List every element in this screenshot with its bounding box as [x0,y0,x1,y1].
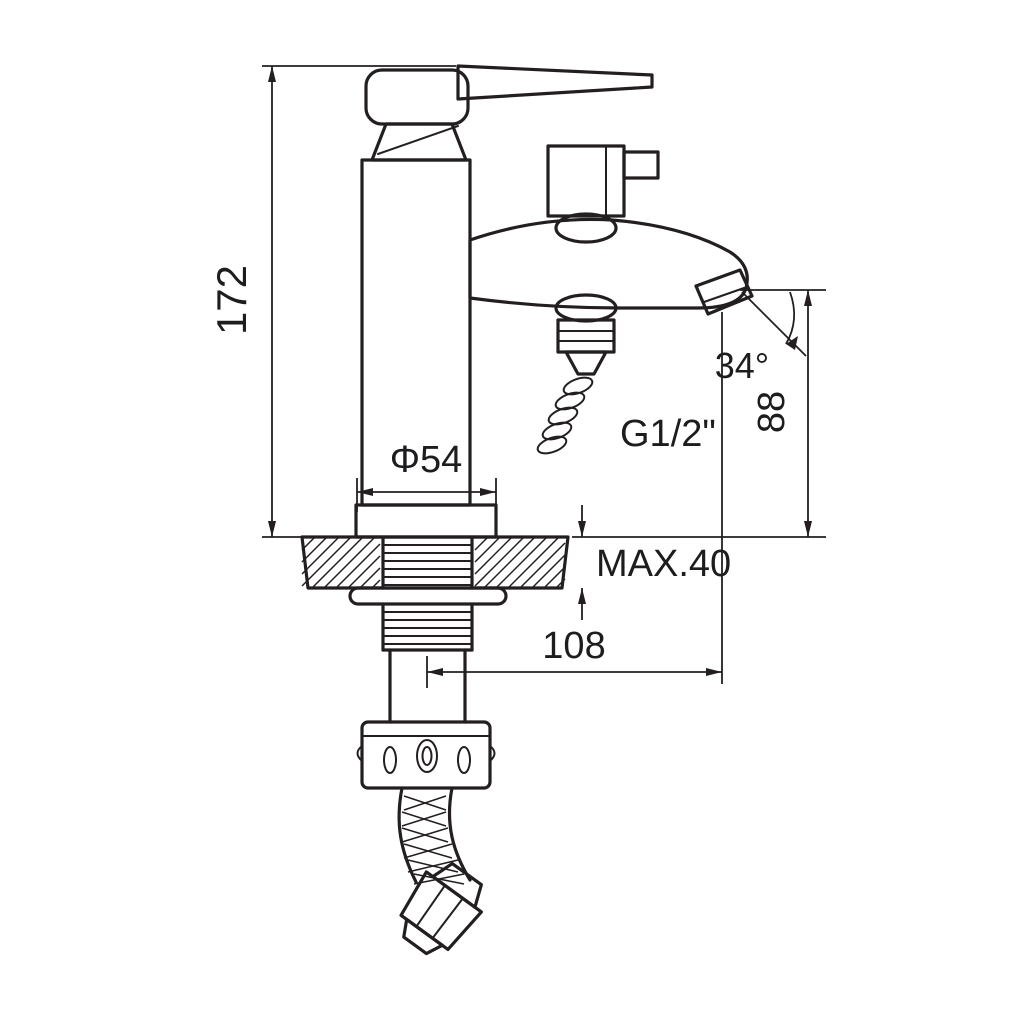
spout-height-label: 88 [751,391,793,433]
inlet-pipe [388,648,467,724]
hose-taper [564,350,608,376]
thread-spec-label: G1/2" [620,413,716,455]
diverter-knob [622,150,660,180]
nut-slot-left [383,746,397,774]
shower-hose-coil [536,376,594,455]
dim-spout-reach: 108 [426,312,723,688]
spout-outlet [694,268,754,316]
dim-base-diameter: Φ54 [356,439,497,512]
top-collar [554,212,618,244]
dim-spout-height: 88 [572,289,826,538]
shower-hose-nut [556,318,616,354]
hose-crosshatch [401,795,465,885]
braided-hose [397,786,472,885]
body-neck [370,122,468,162]
neck-joint-line [377,125,459,155]
mounting-nut [356,720,496,790]
overall-height-label: 172 [208,265,255,335]
handle-lever [456,64,654,101]
dim-overall-height: 172 [208,65,456,538]
deck-hatch-right [474,536,566,589]
dim-spout-angle: 34° [715,291,807,386]
dim-max-deck-thickness: MAX.40 [578,505,731,620]
threaded-shank [381,602,474,652]
max-deck-thickness-label: MAX.40 [596,543,731,585]
spout-aerator-line [703,287,745,303]
spout-reach-label: 108 [542,625,605,667]
diverter-block [546,144,626,218]
body-cap [364,68,470,126]
deck-shank-thread [381,535,474,590]
escutcheon-flange [348,586,508,606]
mixer-housing [468,217,749,310]
spout-angle-label: 34° [715,345,769,386]
faucet-outline [300,64,754,956]
base-diameter-label: Φ54 [390,439,463,481]
nut-slot-right [457,746,471,774]
faucet-base [354,503,498,539]
nut-center-hole [416,739,438,773]
hose-end-nut [399,861,483,956]
deck-hatch-left [301,536,381,589]
